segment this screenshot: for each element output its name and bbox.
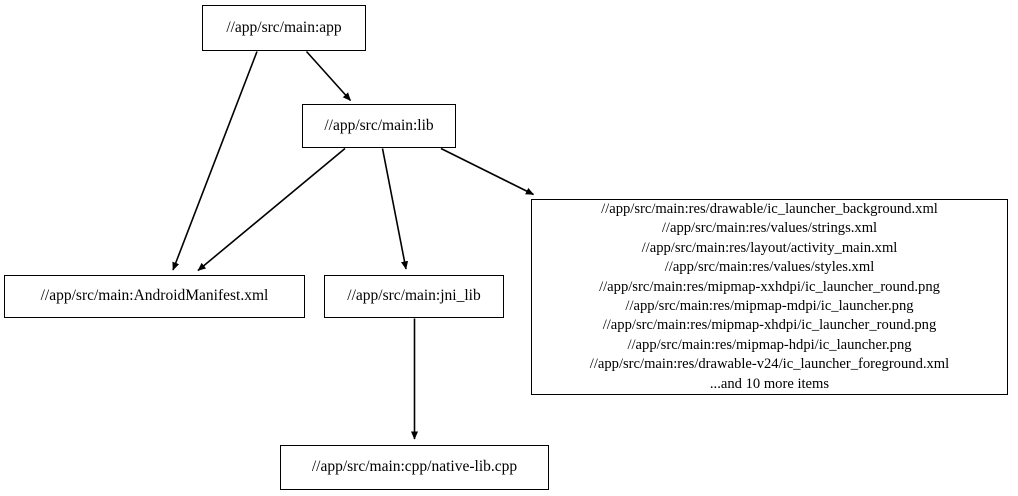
graph-node-native-lib-cpp-label: //app/src/main:cpp/native-lib.cpp — [311, 458, 518, 476]
edge-lib-to-manifest — [197, 147, 346, 272]
edge-app-to-lib — [305, 50, 352, 102]
graph-node-android-manifest-label: //app/src/main:AndroidManifest.xml — [40, 287, 269, 305]
graph-node-resources-label: //app/src/main:res/drawable/ic_launcher_… — [589, 200, 950, 392]
graph-node-android-manifest[interactable]: //app/src/main:AndroidManifest.xml — [4, 275, 305, 318]
graph-node-jni-lib-label: //app/src/main:jni_lib — [347, 287, 481, 305]
graph-node-jni-lib[interactable]: //app/src/main:jni_lib — [324, 275, 504, 318]
graph-node-resources[interactable]: //app/src/main:res/drawable/ic_launcher_… — [531, 199, 1008, 395]
graph-node-lib[interactable]: //app/src/main:lib — [302, 104, 456, 148]
edge-lib-to-resources — [440, 147, 535, 196]
graph-node-app[interactable]: //app/src/main:app — [202, 5, 366, 51]
edge-lib-to-jni-lib — [381, 148, 409, 270]
graph-node-lib-label: //app/src/main:lib — [324, 116, 434, 134]
graph-node-app-label: //app/src/main:app — [226, 18, 342, 36]
graph-node-native-lib-cpp[interactable]: //app/src/main:cpp/native-lib.cpp — [280, 445, 549, 490]
edge-app-to-manifest — [172, 51, 258, 271]
